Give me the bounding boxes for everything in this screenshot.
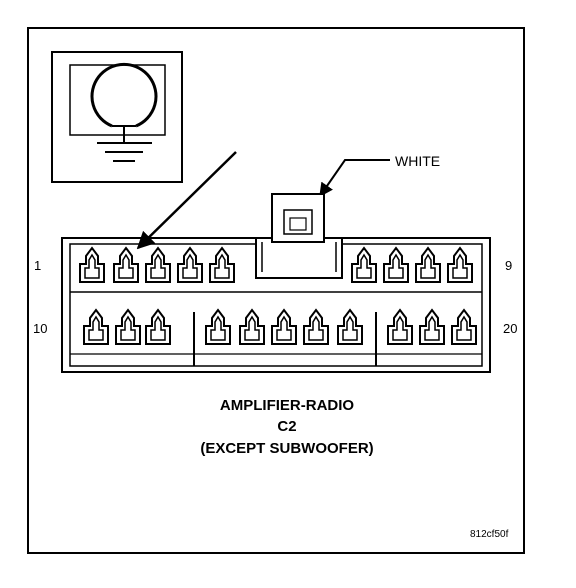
cavity-row1-1 bbox=[79, 246, 105, 283]
cavity-row1-5 bbox=[209, 246, 235, 283]
connector-body bbox=[61, 193, 491, 373]
connector-title-line1: AMPLIFIER-RADIO bbox=[220, 397, 354, 414]
cavity-row2-4 bbox=[205, 308, 231, 345]
cavity-row2-5 bbox=[239, 308, 265, 345]
ground-icon bbox=[51, 51, 183, 183]
cavity-row1-6 bbox=[351, 246, 377, 283]
cavity-pointer-arrow bbox=[136, 151, 237, 250]
cavity-group bbox=[79, 246, 477, 345]
cavity-row1-4 bbox=[177, 246, 203, 283]
cavity-row2-11 bbox=[451, 308, 477, 345]
figure-code: 812cf50f bbox=[470, 529, 509, 540]
cavity-row2-9 bbox=[387, 308, 413, 345]
connector-title-line3: (EXCEPT SUBWOOFER) bbox=[200, 440, 373, 457]
cavity-row2-6 bbox=[271, 308, 297, 345]
cavity-row2-10 bbox=[419, 308, 445, 345]
cavity-row1-7 bbox=[383, 246, 409, 283]
cavity-row1-2 bbox=[113, 246, 139, 283]
cavity-row1-9 bbox=[447, 246, 473, 283]
pin-label-end-row1: 9 bbox=[505, 258, 512, 273]
pin-label-start-row2: 10 bbox=[33, 321, 47, 336]
cavity-row2-8 bbox=[337, 308, 363, 345]
cavity-row2-7 bbox=[303, 308, 329, 345]
cavity-row1-8 bbox=[415, 246, 441, 283]
cavity-row2-3 bbox=[145, 308, 171, 345]
connector-title-line2: C2 bbox=[277, 418, 296, 435]
pin-label-end-row2: 20 bbox=[503, 321, 517, 336]
cavity-row2-1 bbox=[83, 308, 109, 345]
wire-color-leader-arrow bbox=[319, 159, 390, 198]
diagram-frame bbox=[27, 27, 525, 554]
cavity-row2-2 bbox=[115, 308, 141, 345]
pin-label-start-row1: 1 bbox=[34, 258, 41, 273]
wire-color-label: WHITE bbox=[395, 153, 440, 169]
cavity-row1-3 bbox=[145, 246, 171, 283]
